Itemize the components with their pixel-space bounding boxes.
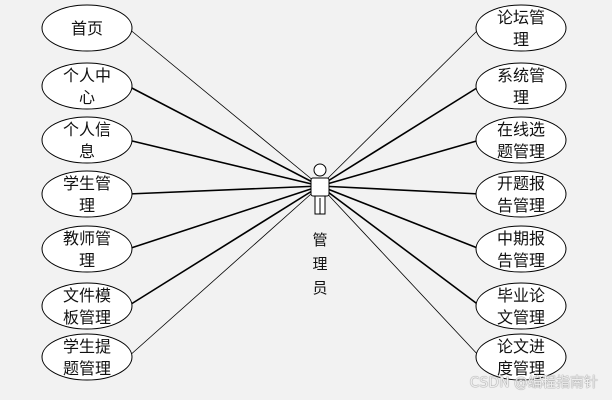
- use-case-label: 告管理: [497, 196, 545, 215]
- actor-label-1: 管: [312, 231, 327, 249]
- use-case-label: 在线选: [497, 120, 545, 139]
- use-case-label: 学生提: [63, 337, 111, 356]
- association-line-home: [127, 27, 321, 187]
- watermark: CSDN @编程指南针: [469, 375, 598, 391]
- use-case-label: 告管理: [497, 251, 545, 270]
- use-case-label: 理: [513, 30, 529, 49]
- use-case-label: 度管理: [497, 359, 545, 378]
- use-case-label: 学生管: [63, 174, 111, 193]
- use-case-ellipse: [41, 170, 133, 218]
- use-case-label: 教师管: [63, 229, 111, 248]
- use-case-label: 首页: [71, 19, 103, 38]
- use-case-ellipse: [475, 225, 567, 273]
- use-case-ellipse: [475, 282, 567, 330]
- use-case-ellipse: [41, 333, 133, 381]
- use-case-label: 题管理: [63, 359, 111, 378]
- association-line-file-template-management: [127, 185, 321, 307]
- actor-admin: 管 理 员: [310, 163, 330, 297]
- association-line-system-management: [319, 85, 481, 187]
- association-line-thesis-progress-management: [319, 185, 481, 358]
- use-case-label: 毕业论: [497, 286, 545, 305]
- association-line-personal-center: [127, 85, 321, 187]
- actor-label-2: 理: [312, 255, 327, 273]
- use-case-label: 开题报: [497, 174, 545, 193]
- use-case-label: 息: [79, 142, 95, 161]
- use-case-label: 理: [79, 251, 95, 270]
- use-case-ellipse: [475, 170, 567, 218]
- association-line-midterm-report-management: [319, 185, 481, 250]
- use-case-label: 心: [79, 88, 95, 107]
- association-line-forum-management: [319, 27, 481, 187]
- use-case-ellipse: [41, 4, 133, 52]
- use-case-ellipse: [475, 116, 567, 164]
- association-lines: [127, 27, 481, 358]
- use-case-label: 文管理: [497, 308, 545, 327]
- use-case-label: 个人中: [63, 66, 111, 85]
- use-case-label: 板管理: [63, 308, 111, 327]
- use-case-ellipse: [41, 62, 133, 110]
- association-line-student-management: [127, 185, 321, 195]
- use-case-label: 中期报: [497, 229, 545, 248]
- use-case-ellipse: [475, 333, 567, 381]
- use-case-label: 文件模: [63, 286, 111, 305]
- use-case-label: 个人信: [63, 120, 111, 139]
- use-case-ellipse: [41, 225, 133, 273]
- person-icon: [310, 163, 330, 215]
- association-line-student-topic-management: [127, 185, 321, 358]
- use-case-label: 论文进: [497, 337, 545, 356]
- association-line-proposal-report-management: [319, 185, 481, 195]
- use-case-label: 理: [79, 196, 95, 215]
- use-case-ellipse: [475, 4, 567, 52]
- association-line-teacher-management: [127, 185, 321, 250]
- association-line-graduation-thesis-management: [319, 185, 481, 307]
- use-case-label: 题管理: [497, 142, 545, 161]
- actor-label-3: 员: [312, 279, 327, 297]
- use-case-ellipse: [475, 62, 567, 110]
- use-case-home: 首页: [41, 4, 133, 52]
- association-line-online-topic-selection-management: [319, 139, 481, 187]
- use-case-label: 系统管: [497, 66, 545, 85]
- use-case-ellipse: [41, 282, 133, 330]
- association-line-personal-info: [127, 139, 321, 187]
- use-case-ellipse: [41, 116, 133, 164]
- use-case-label: 论坛管: [497, 8, 545, 27]
- use-case-label: 理: [513, 88, 529, 107]
